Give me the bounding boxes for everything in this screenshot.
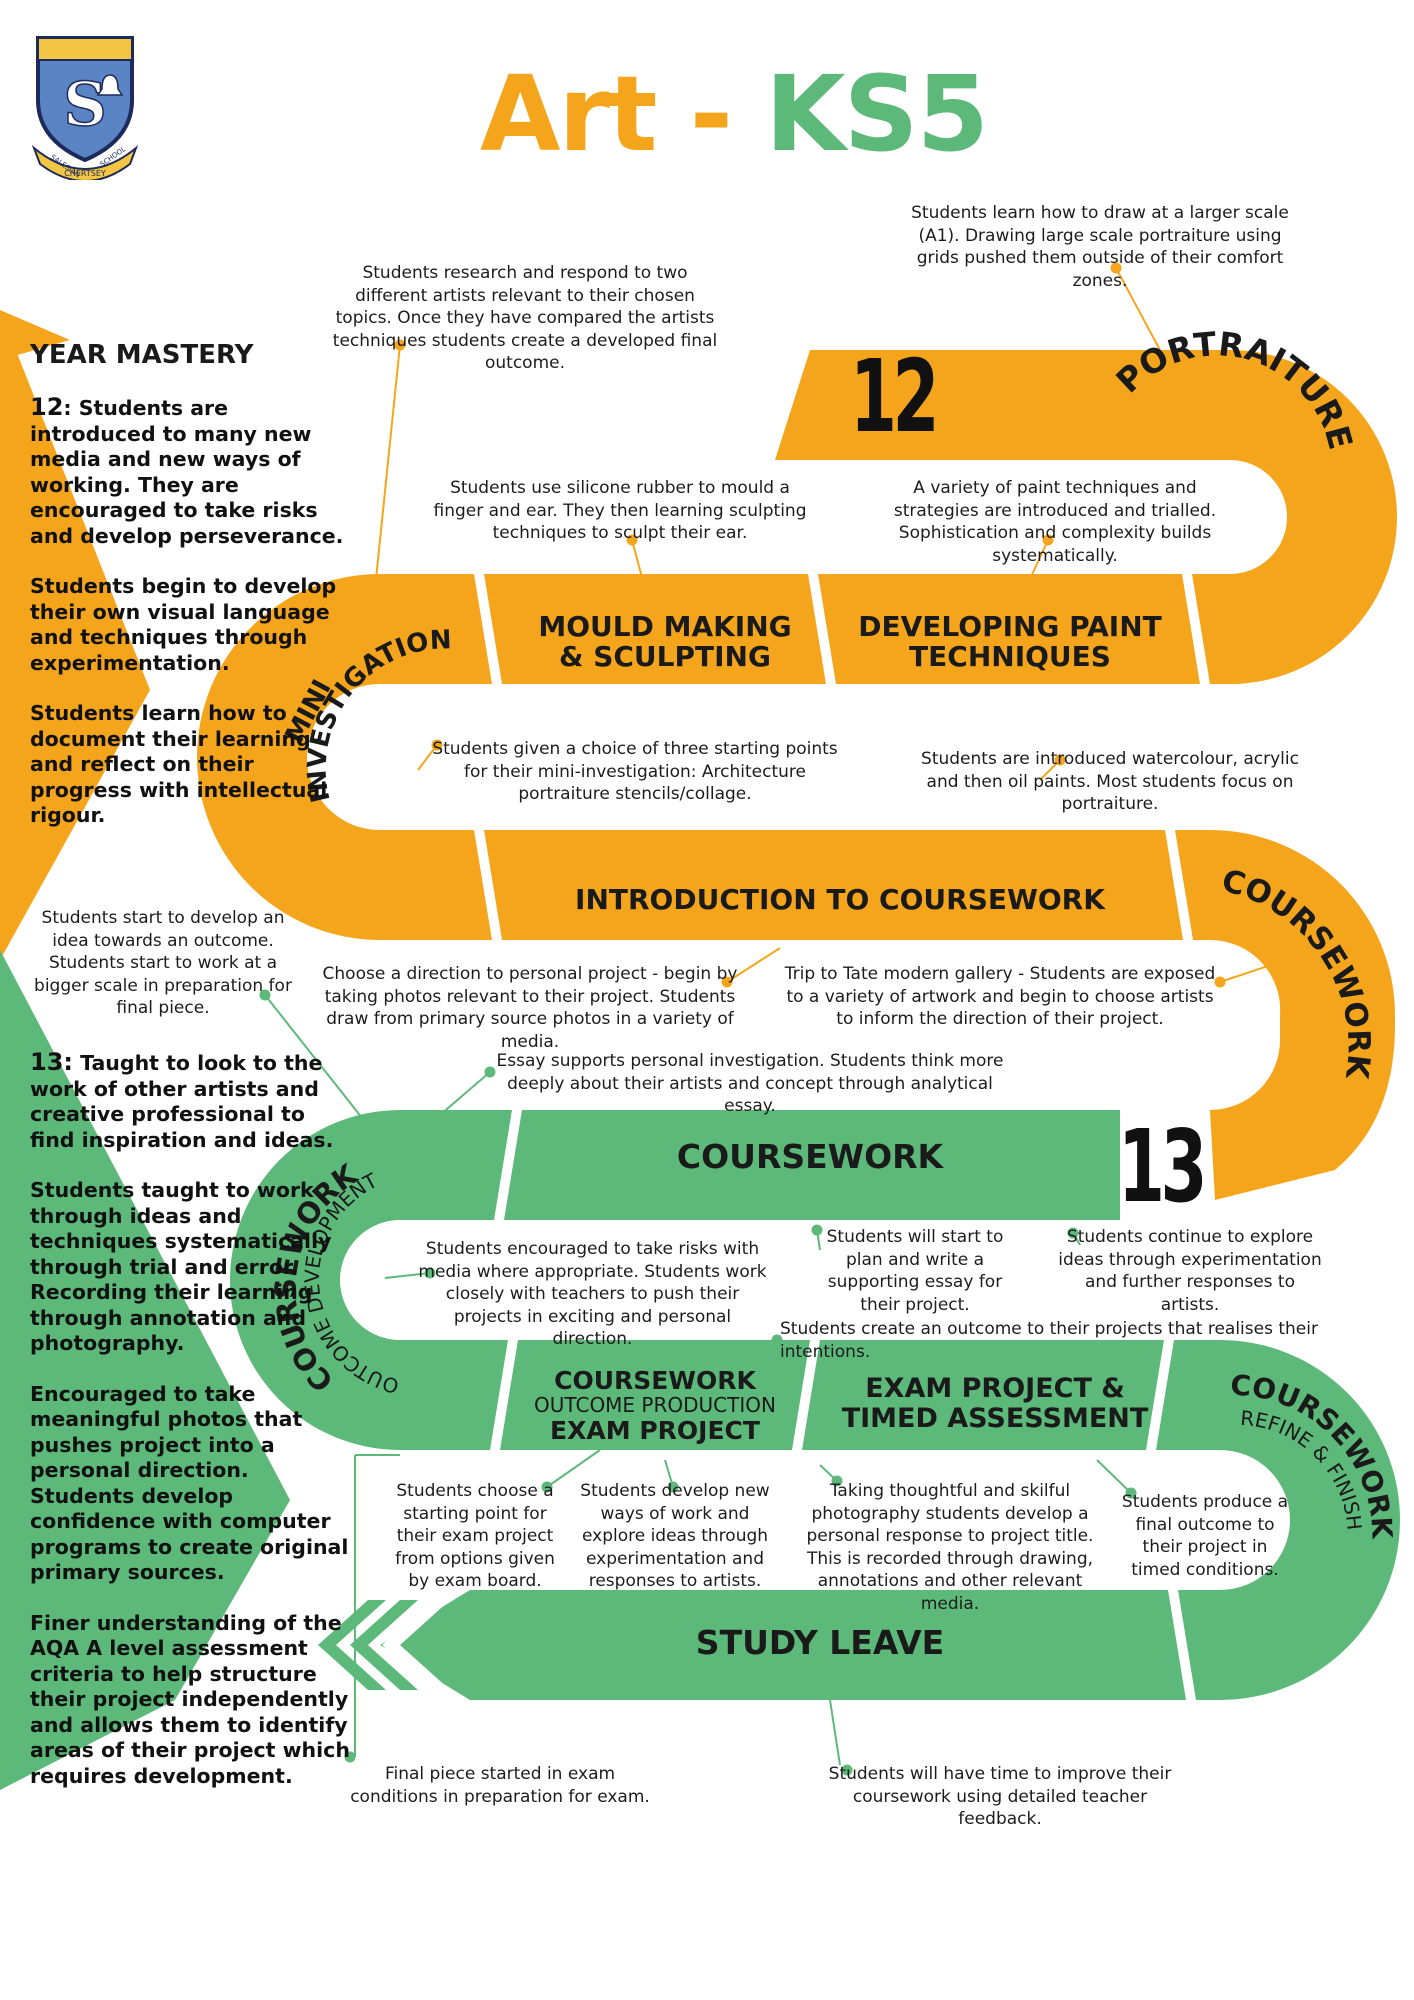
note-paint: A variety of paint techniques and strate… (893, 478, 1217, 566)
year-13-marker: 13 (1118, 1108, 1207, 1225)
note-watercolour: Students are introduced watercolour, acr… (921, 749, 1299, 814)
page-title: Art - KS5 (480, 54, 1040, 174)
note-improve: Students will have time to improve their… (828, 1764, 1172, 1829)
title-art: Art - (480, 53, 766, 175)
year12-paragraph-2: Students begin to develop their own visu… (30, 574, 337, 675)
road-label-coursework-production: COURSEWORK OUTCOME PRODUCTION EXAM PROJE… (534, 1366, 776, 1445)
road-label-study-leave: STUDY LEAVE (695, 1623, 945, 1662)
note-essay: Essay supports personal investigation. S… (496, 1051, 1004, 1116)
bell-icon (96, 74, 124, 96)
note-research: Students research and respond to two dif… (332, 263, 718, 373)
school-crest-logo: S CHERTSEY SALESIAN SCHOOL (31, 36, 139, 180)
note-outcome: Students create an outcome to their proj… (780, 1319, 1318, 1362)
road-label-mould-making: MOULD MAKING& SCULPTING (538, 610, 792, 673)
year13-mastery: 13: Taught to look to the work of other … (30, 1048, 350, 1814)
logo-text-chertsey: CHERTSEY (64, 169, 106, 178)
road-label-intro-coursework: INTRODUCTION TO COURSEWORK (575, 883, 1105, 916)
year12-paragraph-3: Students learn how to document their lea… (30, 701, 328, 827)
year13-text: Taught to look to the work of other arti… (30, 1051, 334, 1152)
note-final-outcome: Students produce a final outcome to thei… (1121, 1492, 1289, 1580)
note-explore: Students continue to explore ideas throu… (1058, 1227, 1322, 1315)
note-choice: Students given a choice of three startin… (432, 739, 838, 804)
note-portraiture: Students learn how to draw at a larger s… (911, 203, 1289, 291)
note-tate: Trip to Tate modern gallery - Students a… (784, 964, 1216, 1029)
year12-mastery: 12: Students are introduced to many new … (30, 393, 350, 854)
svg-text:S: S (63, 70, 106, 140)
segment-separators (474, 574, 1210, 1700)
note-new-ways: Students develop new ways of work and ex… (580, 1481, 770, 1591)
title-ks5: KS5 (765, 53, 989, 175)
year13-paragraph-2: Students taught to work through ideas an… (30, 1178, 332, 1355)
note-silicone: Students use silicone rubber to mould a … (433, 478, 807, 543)
note-exam-start: Students choose a starting point for the… (395, 1481, 555, 1591)
note-develop-idea: Students start to develop an idea toward… (34, 908, 292, 1018)
note-final-piece: Final piece started in exam conditions i… (350, 1764, 650, 1807)
note-risks: Students encouraged to take risks with m… (418, 1239, 767, 1349)
note-plan: Students will start to plan and write a … (826, 1227, 1004, 1315)
year12-text: : Students are introduced to many new me… (30, 396, 344, 548)
year-mastery-heading: YEAR MASTERY (30, 340, 254, 370)
year13-number: 13: (30, 1048, 73, 1076)
decorative-orange-triangle (0, 310, 150, 960)
road-label-coursework-middle: COURSEWORK (676, 1137, 944, 1176)
road-label-exam-project: EXAM PROJECT &TIMED ASSESSMENT (841, 1373, 1149, 1434)
year-12-marker: 12 (850, 338, 939, 455)
note-photography: Taking thoughtful and skilful photograph… (806, 1481, 1094, 1614)
note-direction: Choose a direction to personal project -… (322, 964, 738, 1052)
year13-leader-lines (264, 994, 1132, 1766)
year12-number: 12 (30, 393, 64, 421)
year13-paragraph-3: Encouraged to take meaningful photos tha… (30, 1381, 349, 1585)
year13-paragraph-4: Finer understanding of the AQA A level a… (30, 1610, 350, 1788)
year12-road (197, 350, 1397, 1200)
decorative-green-triangle (0, 950, 290, 1790)
